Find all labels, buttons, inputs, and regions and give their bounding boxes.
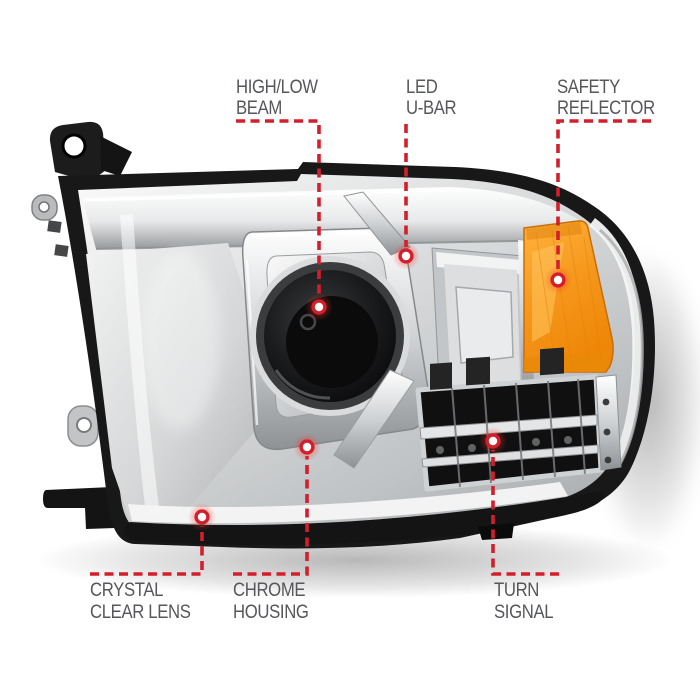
chrome-chevron (333, 369, 415, 469)
callout-label-high-low-beam: HIGH/LOW BEAM (236, 77, 318, 119)
callout-text: SIGNAL (494, 602, 554, 623)
callout-text: BEAM (236, 98, 282, 119)
top-chrome-band (82, 187, 586, 249)
callout-label-safety-reflector: SAFETY REFLECTOR (557, 77, 655, 119)
callout-label-led-u-bar: LED U-BAR (406, 77, 457, 119)
callout-text: REFLECTOR (557, 98, 655, 119)
callout-label-turn-signal: TURN SIGNAL (494, 580, 554, 624)
callout-text: TURN (494, 580, 540, 601)
callout-text: HOUSING (233, 602, 309, 623)
callout-text: HIGH/LOW (236, 77, 318, 98)
callout-label-crystal-clear-lens: CRYSTAL CLEAR LENS (90, 580, 191, 624)
callout-text: SAFETY (557, 77, 620, 98)
callout-text: CHROME (233, 580, 306, 601)
callout-text: CLEAR LENS (90, 602, 191, 623)
callout-label-chrome-housing: CHROME HOUSING (233, 580, 309, 624)
callout-text: U-BAR (406, 98, 457, 119)
callout-text: LED (406, 77, 438, 98)
high-beam-pocket (431, 247, 529, 401)
mounting-tabs (31, 121, 132, 529)
callout-text: CRYSTAL (90, 580, 164, 601)
